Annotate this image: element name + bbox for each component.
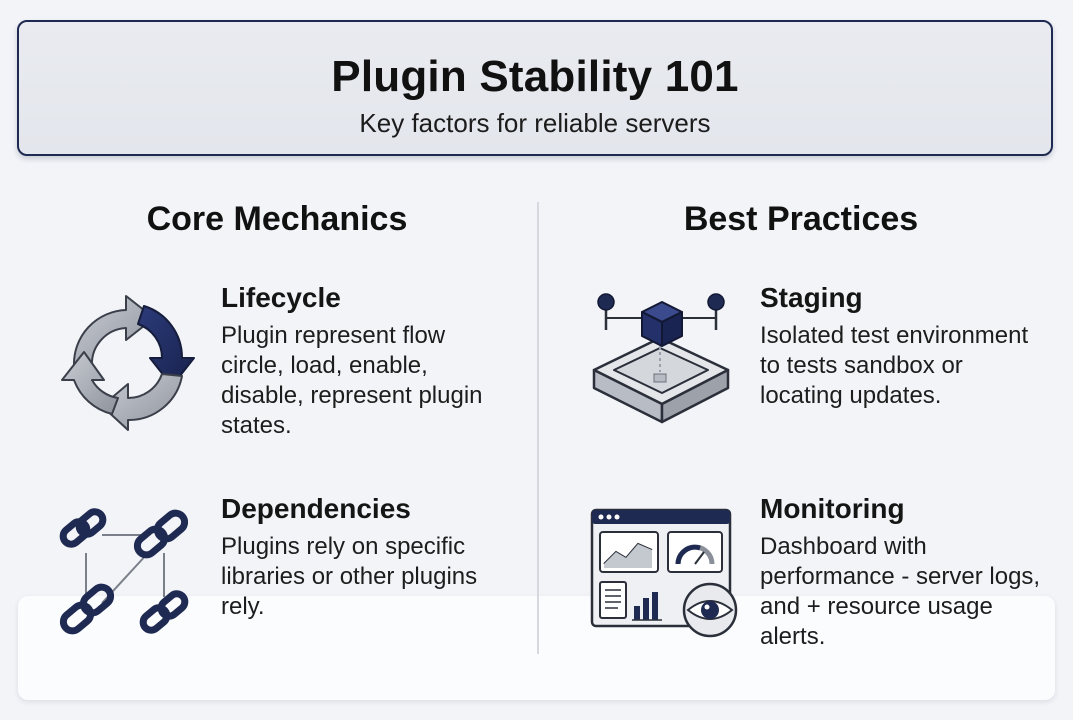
item-monitoring-description: Dashboard with performance - server logs… <box>760 533 1041 650</box>
page-title: Plugin Stability 101 <box>331 52 739 101</box>
item-staging-title: Staging <box>760 282 863 313</box>
item-staging-description: Isolated test environment to tests sandb… <box>760 322 1029 409</box>
content-card-background <box>18 596 1055 700</box>
item-monitoring-title: Monitoring <box>760 493 905 524</box>
item-dependencies-description: Plugins rely on specific libraries or ot… <box>221 533 478 620</box>
item-dependencies: Dependencies Plugins rely on specific li… <box>221 492 511 622</box>
chain-links-icon <box>59 508 189 635</box>
dashboard-eye-icon <box>590 508 738 638</box>
cycle-arrows-icon <box>61 295 195 431</box>
item-dependencies-title: Dependencies <box>221 493 411 524</box>
sandbox-platform-icon <box>592 293 730 424</box>
page-subtitle: Key factors for reliable servers <box>359 108 711 138</box>
column-title-best-practices: Best Practices <box>683 200 919 238</box>
column-divider <box>537 202 539 654</box>
item-lifecycle: Lifecycle Plugin represent flow circle, … <box>221 281 511 441</box>
item-lifecycle-description: Plugin represent flow circle, load, enab… <box>221 322 483 439</box>
column-title-core-mechanics: Core Mechanics <box>146 200 408 238</box>
header-banner: Plugin Stability 101 Key factors for rel… <box>17 20 1053 156</box>
item-monitoring: Monitoring Dashboard with performance - … <box>760 492 1050 652</box>
item-staging: Staging Isolated test environment to tes… <box>760 281 1050 411</box>
item-lifecycle-title: Lifecycle <box>221 282 341 313</box>
